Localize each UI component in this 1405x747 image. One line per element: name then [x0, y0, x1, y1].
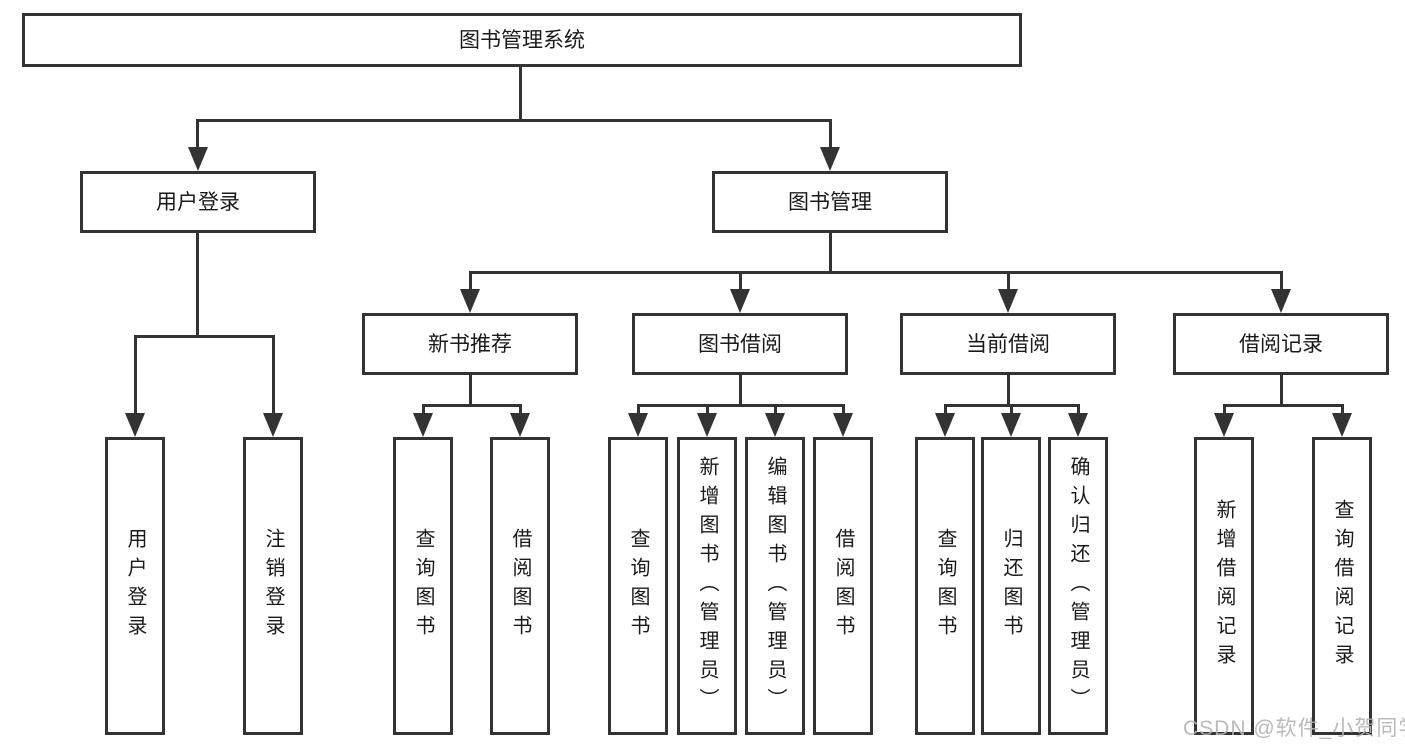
connector-line	[842, 404, 845, 418]
arrowhead-down	[998, 289, 1018, 313]
leaf-borrow-add-books-admin: 新增图书（管理员）	[677, 437, 737, 735]
arrowhead-down	[833, 413, 853, 437]
node-book-management: 图书管理	[712, 171, 948, 233]
connector-line	[829, 119, 832, 151]
connector-line	[1223, 404, 1344, 407]
connector-line	[519, 67, 522, 121]
connector-line	[196, 119, 832, 122]
connector-line	[469, 271, 472, 295]
leaf-records-add-record: 新增借阅记录	[1194, 437, 1254, 735]
arrowhead-down	[460, 289, 480, 313]
watermark: CSDN @软件_小贺同学	[1183, 717, 1405, 740]
connector-line	[272, 335, 275, 417]
connector-line	[196, 119, 199, 151]
node-book-borrow: 图书借阅	[632, 313, 848, 375]
arrowhead-down	[263, 413, 283, 437]
arrowhead-down	[628, 413, 648, 437]
arrowhead-down	[1214, 413, 1234, 437]
leaf-current-confirm-return-admin: 确认归还（管理员）	[1048, 437, 1108, 735]
arrowhead-down	[125, 413, 145, 437]
connector-line	[739, 375, 742, 406]
arrowhead-down	[820, 147, 840, 171]
node-current-borrow: 当前借阅	[900, 313, 1116, 375]
connector-line	[422, 404, 425, 418]
leaf-logout: 注销登录	[243, 437, 303, 735]
node-new-book-recommend: 新书推荐	[362, 313, 578, 375]
leaf-user-login: 用户登录	[105, 437, 165, 735]
arrowhead-down	[510, 413, 530, 437]
node-user-login: 用户登录	[80, 171, 316, 233]
leaf-recommend-query-books: 查询图书	[393, 437, 453, 735]
leaf-current-query-books: 查询图书	[915, 437, 975, 735]
connector-line	[706, 404, 709, 418]
connector-line	[1077, 404, 1080, 418]
arrowhead-down	[765, 413, 785, 437]
connector-line	[469, 375, 472, 406]
leaf-borrow-query-books: 查询图书	[608, 437, 668, 735]
connector-line	[1007, 375, 1010, 406]
connector-line	[422, 404, 522, 407]
connector-line	[134, 335, 275, 338]
connector-line	[1280, 271, 1283, 295]
connector-line	[637, 404, 640, 418]
connector-line	[196, 233, 199, 337]
connector-line	[944, 404, 947, 418]
connector-line	[519, 404, 522, 418]
connector-line	[637, 404, 845, 407]
connector-line	[829, 233, 832, 273]
arrowhead-down	[935, 413, 955, 437]
arrowhead-down	[413, 413, 433, 437]
arrowhead-down	[1332, 413, 1352, 437]
node-root: 图书管理系统	[22, 13, 1022, 67]
leaf-current-return-books: 归还图书	[981, 437, 1041, 735]
arrowhead-down	[1001, 413, 1021, 437]
arrowhead-down	[730, 289, 750, 313]
connector-line	[774, 404, 777, 418]
arrowhead-down	[1271, 289, 1291, 313]
leaf-borrow-edit-books-admin: 编辑图书（管理员）	[745, 437, 805, 735]
connector-line	[1341, 404, 1344, 418]
connector-line	[134, 335, 137, 417]
arrowhead-down	[697, 413, 717, 437]
connector-line	[1010, 404, 1013, 418]
leaf-borrow-borrow-books: 借阅图书	[813, 437, 873, 735]
leaf-records-query-record: 查询借阅记录	[1312, 437, 1372, 735]
connector-line	[1223, 404, 1226, 418]
arrowhead-down	[188, 147, 208, 171]
connector-line	[1007, 271, 1010, 295]
connector-line	[739, 271, 742, 295]
connector-line	[1280, 375, 1283, 406]
connector-line	[469, 271, 1283, 274]
node-borrow-records: 借阅记录	[1173, 313, 1389, 375]
arrowhead-down	[1068, 413, 1088, 437]
leaf-recommend-borrow-books: 借阅图书	[490, 437, 550, 735]
